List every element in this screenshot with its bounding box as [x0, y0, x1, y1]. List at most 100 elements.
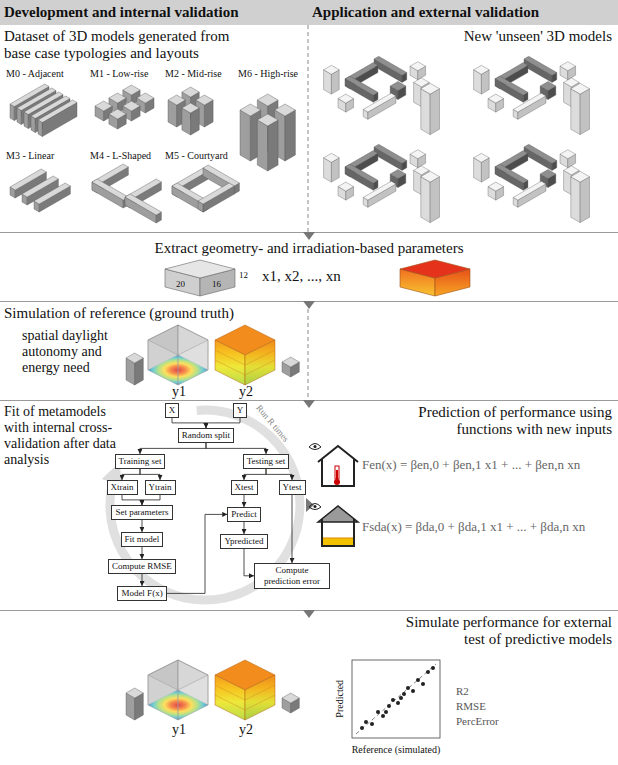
flow-triangle: [303, 232, 315, 240]
section-heading: Dataset of 3D models generated from base…: [4, 28, 254, 63]
process-box: Set parameters: [111, 505, 172, 520]
label-slot: M3 - Linear: [6, 150, 54, 162]
process-box: Xtrain: [107, 480, 138, 495]
model-m4: [92, 164, 161, 223]
process-box: Random split: [178, 428, 234, 443]
section-heading: Simulation of reference (ground truth): [4, 305, 234, 322]
energy-model: [215, 325, 275, 385]
illustration-part: [109, 109, 126, 129]
box-text: Xtest: [235, 482, 254, 493]
flow-triangle: [303, 400, 315, 408]
box-text: Y: [237, 405, 244, 416]
label-slot: Fsda(x) = βda,0 + βda,1 x1 + ... + βda,n…: [362, 520, 612, 535]
box-text: Set parameters: [115, 507, 168, 518]
process-box: Compute prediction error: [254, 563, 330, 589]
section-heading: New 'unseen' 3D models: [330, 28, 612, 45]
box-text: Training set: [119, 456, 162, 467]
illustration-part: [322, 519, 354, 546]
unseen-model: [324, 144, 440, 222]
unseen-model: [474, 56, 590, 134]
box-text: Ypredicted: [224, 536, 263, 547]
label-slot: Reference (simulated): [341, 744, 451, 756]
scatter-plot: [352, 660, 440, 738]
label-slot: PercError: [456, 715, 499, 728]
label-slot: Extract geometry- and irradiation-based …: [40, 240, 578, 257]
illustration-part: [323, 538, 353, 545]
neighbour-block: [126, 353, 143, 385]
label-slot: Simulate performance for external test o…: [390, 614, 612, 649]
flow-arrow: [244, 522, 245, 534]
output-symbol: y1: [172, 722, 186, 738]
label-slot: y1: [172, 722, 186, 738]
illustration-part: [352, 660, 440, 738]
illustration-part: [92, 179, 128, 208]
label-slot: Simulation of reference (ground truth): [4, 305, 234, 322]
illustration-part: [38, 100, 77, 137]
illustration-part: [165, 260, 235, 278]
illustration-part: [431, 666, 435, 670]
process-box: Model F(x): [117, 586, 166, 601]
label-slot: y1: [172, 384, 186, 400]
label-slot: M4 - L-Shaped: [90, 150, 151, 162]
label-slot: RMSE: [456, 700, 486, 713]
illustration-part: [364, 720, 368, 724]
box-text: Compute RMSE: [112, 561, 172, 572]
illustration-part: [257, 114, 278, 171]
label-slot: y2: [239, 722, 253, 738]
box-text: Testing set: [247, 456, 286, 467]
axis-label: Reference (simulated): [341, 744, 451, 756]
model-label: M2 - Mid-rise: [165, 68, 222, 80]
model-m3: [10, 169, 70, 212]
illustration-part: [360, 726, 364, 730]
illustration-part: [376, 710, 380, 714]
illustration-part: [314, 445, 317, 448]
label-slot: 16: [212, 279, 221, 289]
flow-triangle: [303, 301, 315, 309]
neighbour-block: [126, 688, 143, 720]
illustration-part: [125, 194, 161, 223]
illustration-part: [360, 666, 435, 730]
daylight-model: [148, 325, 208, 385]
flow-arrow: [244, 469, 266, 480]
model-m6: [240, 94, 295, 171]
process-box: Testing set: [243, 454, 290, 469]
model-m2: [168, 87, 213, 135]
neighbour-block: [282, 357, 299, 377]
label-slot: M0 - Adjacent: [6, 68, 64, 80]
illustration-part: [396, 701, 400, 705]
illustration-part: [387, 704, 391, 708]
column-divider: [308, 302, 309, 400]
flow-arrow: [141, 547, 142, 559]
label-slot: R2: [456, 685, 469, 698]
column-heading: Application and external validation: [312, 4, 539, 21]
flow-arrow: [266, 469, 292, 480]
formula: Fen(x) = βen,0 + βen,1 x1 + ... + βen,n …: [362, 458, 612, 473]
model-label: M3 - Linear: [6, 150, 54, 162]
label-slot: Fit of metamodels with internal cross-va…: [4, 404, 124, 468]
illustration-part: [391, 698, 395, 702]
illustration-part: [426, 670, 430, 674]
daylight-model: [148, 660, 208, 720]
flow-arrow: [122, 495, 142, 505]
column-divider: [308, 25, 309, 232]
box-text: Model F(x): [121, 588, 162, 599]
model-label: M4 - L-Shaped: [90, 150, 151, 162]
flow-arrow: [122, 469, 140, 480]
box-text: X: [169, 405, 176, 416]
label-slot: y2: [239, 384, 253, 400]
flow-triangle: [303, 610, 315, 618]
section-heading: Prediction of performance using function…: [397, 404, 612, 439]
process-box: Ytrain: [145, 480, 176, 495]
dimension-label: 20: [176, 279, 185, 289]
column-heading: Development and internal validation: [4, 4, 239, 21]
energy-model: [215, 660, 275, 720]
section-heading: Simulate performance for external test o…: [390, 614, 612, 649]
label-slot: Fen(x) = βen,0 + βen,1 x1 + ... + βen,n …: [362, 458, 612, 473]
flow-arrow: [244, 495, 245, 507]
unseen-model: [324, 56, 440, 134]
output-description: spatial daylight autonomy and energy nee…: [22, 328, 140, 376]
model-label: M5 - Courtyard: [165, 150, 228, 162]
